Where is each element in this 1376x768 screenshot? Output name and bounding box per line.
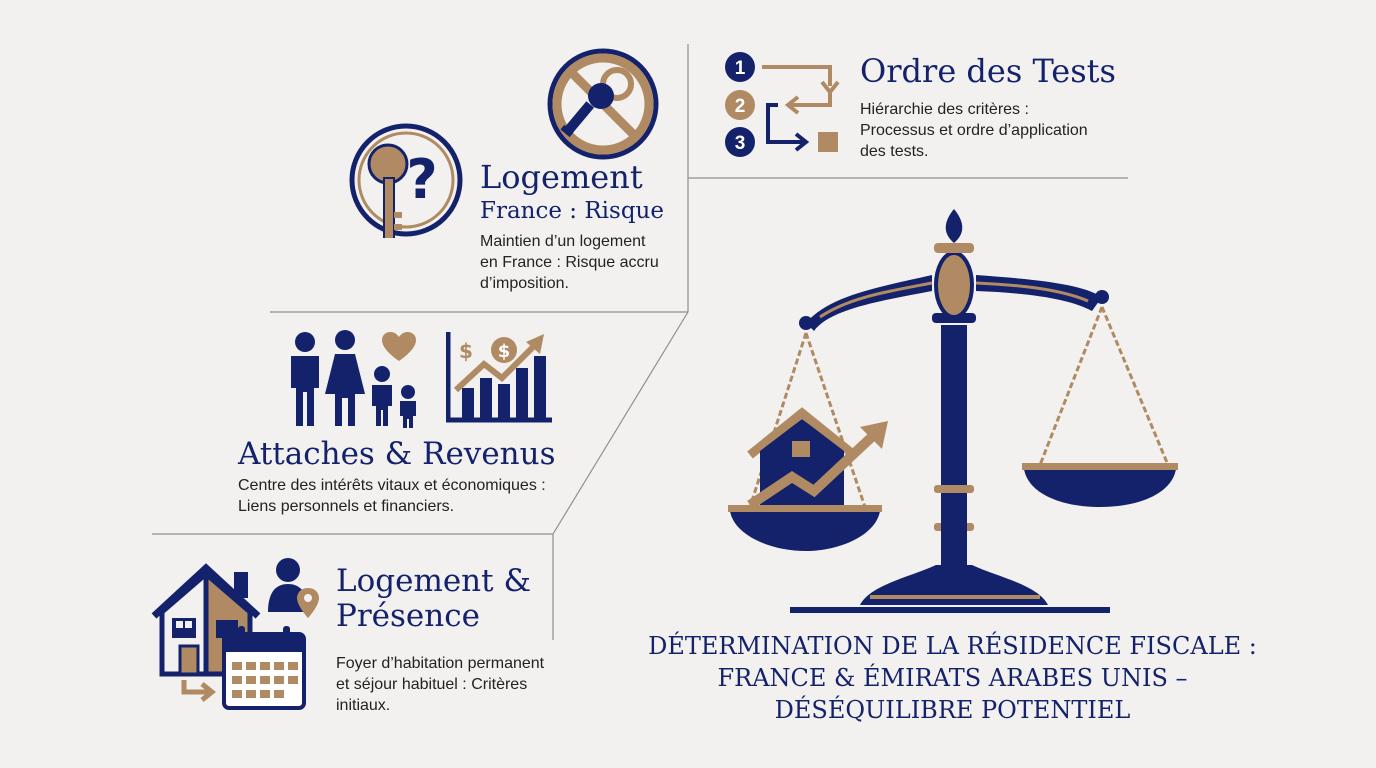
- ordre-desc-line: Processus et ordre d’application: [860, 122, 1088, 139]
- attaches-revenus-title: Attaches & Revenus: [238, 436, 556, 472]
- family-icon: [291, 330, 416, 428]
- key-question-icon: ?: [349, 123, 463, 238]
- main-title: DÉTERMINATION DE LA RÉSIDENCE FISCALE : …: [630, 630, 1275, 726]
- logpres-desc-line: et séjour habituel : Critères: [336, 676, 528, 693]
- step-2-number: 2: [735, 96, 746, 117]
- person-pin-icon: [268, 558, 319, 618]
- logfr-desc-line: en France : Risque accru: [480, 254, 659, 271]
- step-1-number: 1: [735, 58, 746, 79]
- logement-presence-description: Foyer d’habitation permanent et séjour h…: [336, 653, 576, 716]
- logfr-desc-line: d’imposition.: [480, 275, 569, 292]
- svg-text:$: $: [459, 339, 473, 363]
- numbered-steps-icon: 1 2 3: [725, 52, 840, 157]
- ordre-desc-line: des tests.: [860, 143, 929, 160]
- logement-france-subtitle: France : Risque: [480, 198, 664, 224]
- svg-text:?: ?: [406, 148, 437, 211]
- att-desc-line: Centre des intérêts vitaux et économique…: [238, 477, 546, 494]
- logement-france-title: Logement: [480, 158, 643, 196]
- main-title-line: FRANCE & ÉMIRATS ARABES UNIS –: [717, 664, 1188, 692]
- logpres-desc-line: initiaux.: [336, 697, 391, 714]
- attaches-revenus-description: Centre des intérêts vitaux et économique…: [238, 475, 598, 517]
- balance-scale-icon: [728, 209, 1178, 613]
- ordre-tests-description: Hiérarchie des critères : Processus et o…: [860, 99, 1140, 162]
- logement-presence-subtitle: Présence: [336, 598, 480, 634]
- logpres-desc-line: Foyer d’habitation permanent: [336, 655, 545, 672]
- ordre-tests-title: Ordre des Tests: [860, 52, 1116, 90]
- att-desc-line: Liens personnels et financiers.: [238, 498, 455, 515]
- svg-text:$: $: [498, 341, 511, 362]
- logement-presence-title: Logement &: [336, 563, 532, 599]
- logement-france-description: Maintien d’un logement en France : Risqu…: [480, 231, 690, 294]
- ordre-desc-line: Hiérarchie des critères :: [860, 101, 1029, 118]
- rising-chart-icon: $ $: [446, 332, 552, 423]
- step-3-number: 3: [735, 133, 746, 154]
- calendar-icon: [222, 626, 306, 710]
- heart-icon: [382, 332, 416, 361]
- key-no-icon: [547, 48, 659, 160]
- main-title-line: DÉTERMINATION DE LA RÉSIDENCE FISCALE :: [648, 632, 1257, 660]
- main-title-line: DÉSÉQUILIBRE POTENTIEL: [774, 696, 1131, 724]
- logfr-desc-line: Maintien d’un logement: [480, 233, 646, 250]
